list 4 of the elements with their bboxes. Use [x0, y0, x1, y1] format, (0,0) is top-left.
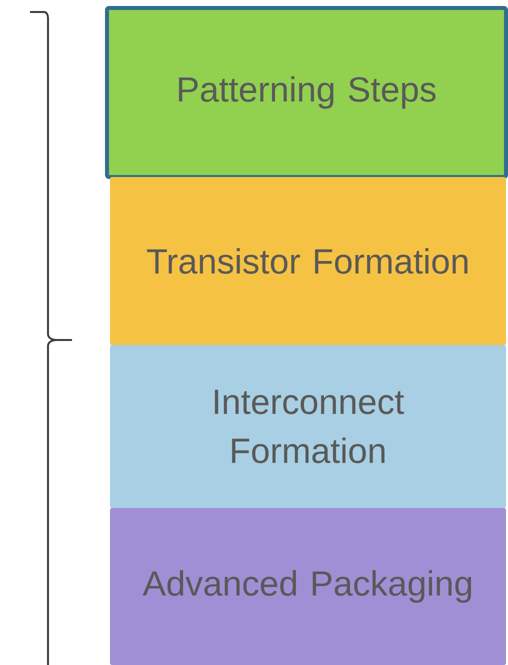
process-box: Interconnect Formation	[110, 345, 506, 508]
process-box: Patterning Steps	[105, 6, 508, 179]
process-box: Transistor Formation	[110, 177, 506, 345]
process-box: Advanced Packaging	[110, 508, 506, 665]
